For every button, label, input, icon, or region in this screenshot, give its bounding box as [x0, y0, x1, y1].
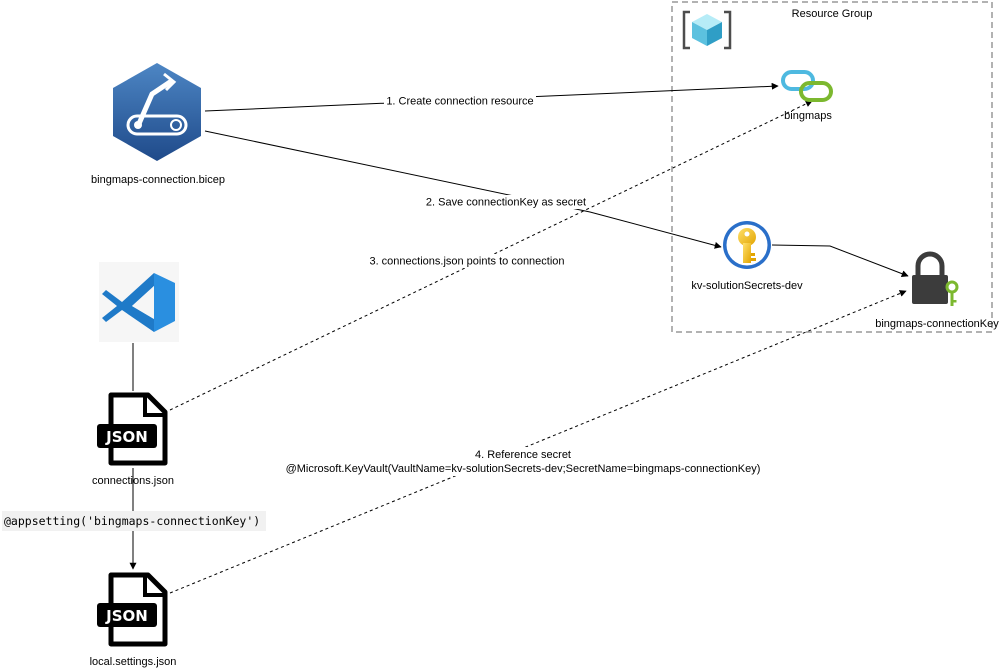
edge-points-to-connection: 3. connections.json points to connection	[169, 100, 813, 411]
edge-reference-sublabel: @Microsoft.KeyVault(VaultName=kv-solutio…	[286, 463, 761, 475]
edge-reference-label: 4. Reference secret	[475, 449, 571, 461]
edge-create-label: 1. Create connection resource	[386, 96, 533, 108]
key-vault-icon	[723, 221, 771, 269]
json-file-icon: JSON	[97, 572, 168, 647]
edge-appsetting: @appsetting('bingmaps-connectionKey')	[2, 468, 266, 570]
keyvault-label: kv-solutionSecrets-dev	[691, 280, 803, 292]
node-local-settings[interactable]: JSON local.settings.json	[90, 572, 177, 668]
node-keyvault[interactable]: kv-solutionSecrets-dev	[691, 221, 803, 292]
resource-group-container: Resource Group	[671, 1, 993, 333]
bicep-label: bingmaps-connection.bicep	[91, 174, 225, 186]
connection-label: bingmaps	[784, 110, 832, 122]
secret-label: bingmaps-connectionKey	[875, 318, 999, 330]
svg-text:JSON: JSON	[105, 607, 148, 625]
edge-appsetting-label: @appsetting('bingmaps-connectionKey')	[4, 514, 260, 528]
resource-group-icon	[682, 10, 732, 50]
padlock-key-icon	[912, 251, 959, 306]
edge-save-label: 2. Save connectionKey as secret	[426, 197, 586, 209]
node-vscode[interactable]	[99, 262, 179, 342]
svg-text:JSON: JSON	[105, 428, 148, 446]
bicep-icon	[113, 63, 201, 161]
edge-save-secret: 2. Save connectionKey as secret	[204, 130, 722, 249]
node-bicep[interactable]: bingmaps-connection.bicep	[91, 63, 225, 186]
connections-json-label: connections.json	[92, 475, 174, 487]
vscode-icon	[99, 262, 179, 342]
edge-keyvault-to-secret	[771, 244, 909, 278]
json-file-icon: JSON	[97, 392, 168, 466]
local-settings-label: local.settings.json	[90, 656, 177, 668]
node-connections-json[interactable]: JSON connections.json	[92, 392, 174, 487]
edge-points-label: 3. connections.json points to connection	[369, 256, 564, 268]
edge-create-connection: 1. Create connection resource	[204, 82, 779, 112]
node-secret[interactable]: bingmaps-connectionKey	[875, 251, 999, 330]
edge-reference-secret: 4. Reference secret @Microsoft.KeyVault(…	[169, 290, 907, 594]
resource-group-title: Resource Group	[792, 8, 873, 20]
node-connection[interactable]: bingmaps	[781, 70, 833, 122]
api-connection-icon	[781, 70, 833, 102]
